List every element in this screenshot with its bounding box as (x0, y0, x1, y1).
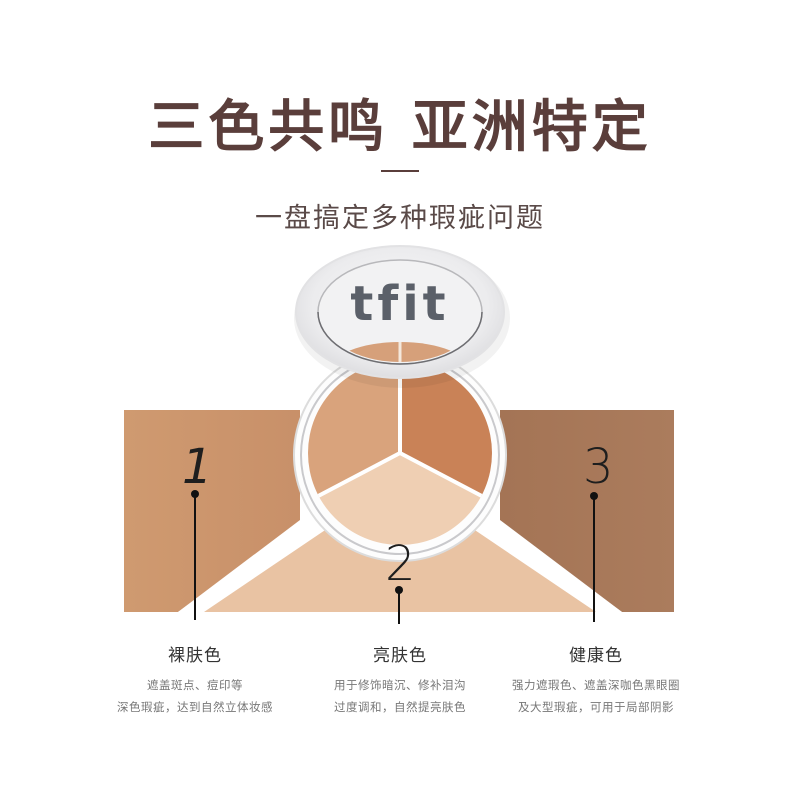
shade-3-desc-line-2: 及大型瑕疵，可用于局部阴影 (518, 700, 674, 714)
callout-number-2: 2 (385, 536, 416, 592)
callout-number-1: 1 (182, 439, 213, 495)
leader-line-3 (593, 496, 595, 622)
shade-1-panel (124, 410, 300, 612)
callout-caption-1: 裸肤色 遮盖斑点、痘印等 深色瑕疵，达到自然立体妆感 (85, 641, 305, 718)
shade-2-title: 亮肤色 (373, 646, 427, 666)
shade-1-desc-line-1: 遮盖斑点、痘印等 (147, 678, 243, 692)
shade-3-title: 健康色 (569, 646, 623, 666)
leader-line-1 (194, 494, 196, 620)
shade-3-desc-line-1: 强力遮瑕色、遮盖深咖色黑眼圈 (512, 678, 680, 692)
title-divider (381, 170, 419, 172)
shade-1-title: 裸肤色 (168, 646, 222, 666)
lid-logo: tfit (350, 280, 450, 332)
shade-3-panel (500, 410, 674, 612)
shade-2-desc-line-2: 过度调和，自然提亮肤色 (334, 700, 466, 714)
headline: 三色共鸣 亚洲特定 (148, 95, 652, 160)
shade-2-desc-line-1: 用于修饰暗沉、修补泪沟 (334, 678, 466, 692)
shade-2-panel (204, 520, 596, 612)
shade-1-desc-line-2: 深色瑕疵，达到自然立体妆感 (117, 700, 273, 714)
callout-number-3: 3 (583, 439, 614, 495)
callout-caption-2: 亮肤色 用于修饰暗沉、修补泪沟 过度调和，自然提亮肤色 (290, 641, 510, 718)
subtitle: 一盘搞定多种瑕疵问题 (255, 203, 545, 234)
leader-line-2 (398, 590, 400, 624)
callout-caption-3: 健康色 强力遮瑕色、遮盖深咖色黑眼圈 及大型瑕疵，可用于局部阴影 (486, 641, 706, 718)
